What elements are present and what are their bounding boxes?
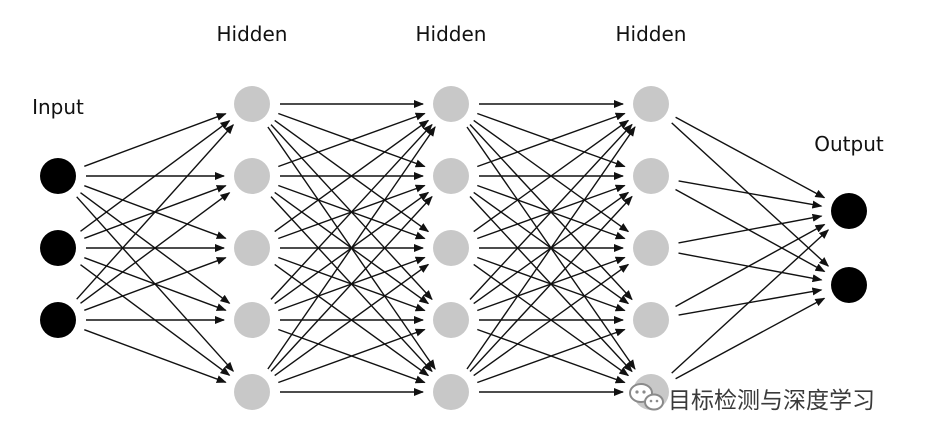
connection-hidden3-4-to-output-0 bbox=[671, 229, 830, 374]
connection-hidden2-1-to-hidden3-0 bbox=[477, 112, 626, 168]
connection-input-0-to-hidden1-0 bbox=[84, 113, 227, 167]
input-layer-label: Input bbox=[32, 95, 84, 119]
connection-hidden1-3-to-hidden2-0 bbox=[270, 123, 433, 300]
hidden-layer-3-label: Hidden bbox=[616, 22, 687, 46]
hidden2-node-3 bbox=[433, 230, 469, 266]
watermark: 目标检测与深度学习 bbox=[629, 383, 875, 414]
output-node-1 bbox=[831, 193, 867, 229]
hidden3-node-2 bbox=[633, 158, 669, 194]
connection-hidden1-4-to-hidden2-2 bbox=[274, 263, 430, 377]
connections bbox=[76, 100, 830, 396]
wechat-icon bbox=[629, 383, 664, 411]
connection-hidden3-3-to-output-0 bbox=[675, 223, 826, 308]
hidden3-node-1 bbox=[633, 86, 669, 122]
connection-hidden1-1-to-hidden2-0 bbox=[278, 112, 426, 168]
connection-hidden1-4-to-hidden2-1 bbox=[270, 195, 433, 372]
hidden3-node-4 bbox=[633, 302, 669, 338]
hidden2-node-1 bbox=[433, 86, 469, 122]
connection-input-2-to-hidden1-1 bbox=[80, 192, 231, 304]
hidden1-node-3 bbox=[234, 230, 270, 266]
hidden3-node-3 bbox=[633, 230, 669, 266]
connection-input-2-to-hidden1-2 bbox=[84, 257, 227, 311]
output-layer-label: Output bbox=[814, 132, 884, 156]
connection-hidden2-4-to-hidden3-0 bbox=[466, 126, 636, 370]
hidden-layer-1-label: Hidden bbox=[217, 22, 288, 46]
connection-hidden3-2-to-output-0 bbox=[678, 213, 823, 244]
input-node-2 bbox=[40, 230, 76, 266]
connection-hidden3-0-to-output-0 bbox=[675, 116, 826, 199]
connection-input-1-to-hidden1-0 bbox=[80, 120, 231, 232]
connection-hidden3-0-to-output-1 bbox=[671, 122, 830, 267]
hidden2-node-5 bbox=[433, 374, 469, 410]
connection-hidden2-2-to-hidden3-0 bbox=[473, 119, 630, 233]
connection-input-2-to-hidden1-4 bbox=[84, 329, 227, 383]
input-node-3 bbox=[40, 302, 76, 338]
hidden1-node-1 bbox=[234, 86, 270, 122]
connection-hidden1-2-to-hidden2-0 bbox=[274, 119, 430, 233]
connection-hidden2-4-to-hidden3-1 bbox=[469, 195, 633, 372]
input-node-1 bbox=[40, 158, 76, 194]
hidden1-node-4 bbox=[234, 302, 270, 338]
connection-hidden1-4-to-hidden2-0 bbox=[267, 126, 436, 370]
connection-input-2-to-hidden1-0 bbox=[76, 124, 234, 300]
connection-hidden3-4-to-output-1 bbox=[675, 297, 826, 380]
hidden1-node-2 bbox=[234, 158, 270, 194]
connection-hidden2-4-to-hidden3-2 bbox=[473, 263, 630, 377]
hidden-layer-2-label: Hidden bbox=[416, 22, 487, 46]
connection-hidden3-2-to-output-1 bbox=[678, 252, 823, 283]
watermark-text: 目标检测与深度学习 bbox=[668, 388, 875, 414]
output-node-2 bbox=[831, 267, 867, 303]
connection-hidden3-3-to-output-1 bbox=[678, 287, 823, 316]
connection-hidden3-1-to-output-1 bbox=[675, 188, 826, 273]
connection-hidden2-4-to-hidden3-3 bbox=[477, 328, 626, 384]
hidden1-node-5 bbox=[234, 374, 270, 410]
connection-hidden2-3-to-hidden3-0 bbox=[469, 123, 633, 300]
hidden2-node-4 bbox=[433, 302, 469, 338]
connection-hidden1-4-to-hidden2-3 bbox=[278, 328, 426, 384]
connection-hidden3-1-to-output-0 bbox=[678, 180, 823, 209]
hidden2-node-2 bbox=[433, 158, 469, 194]
